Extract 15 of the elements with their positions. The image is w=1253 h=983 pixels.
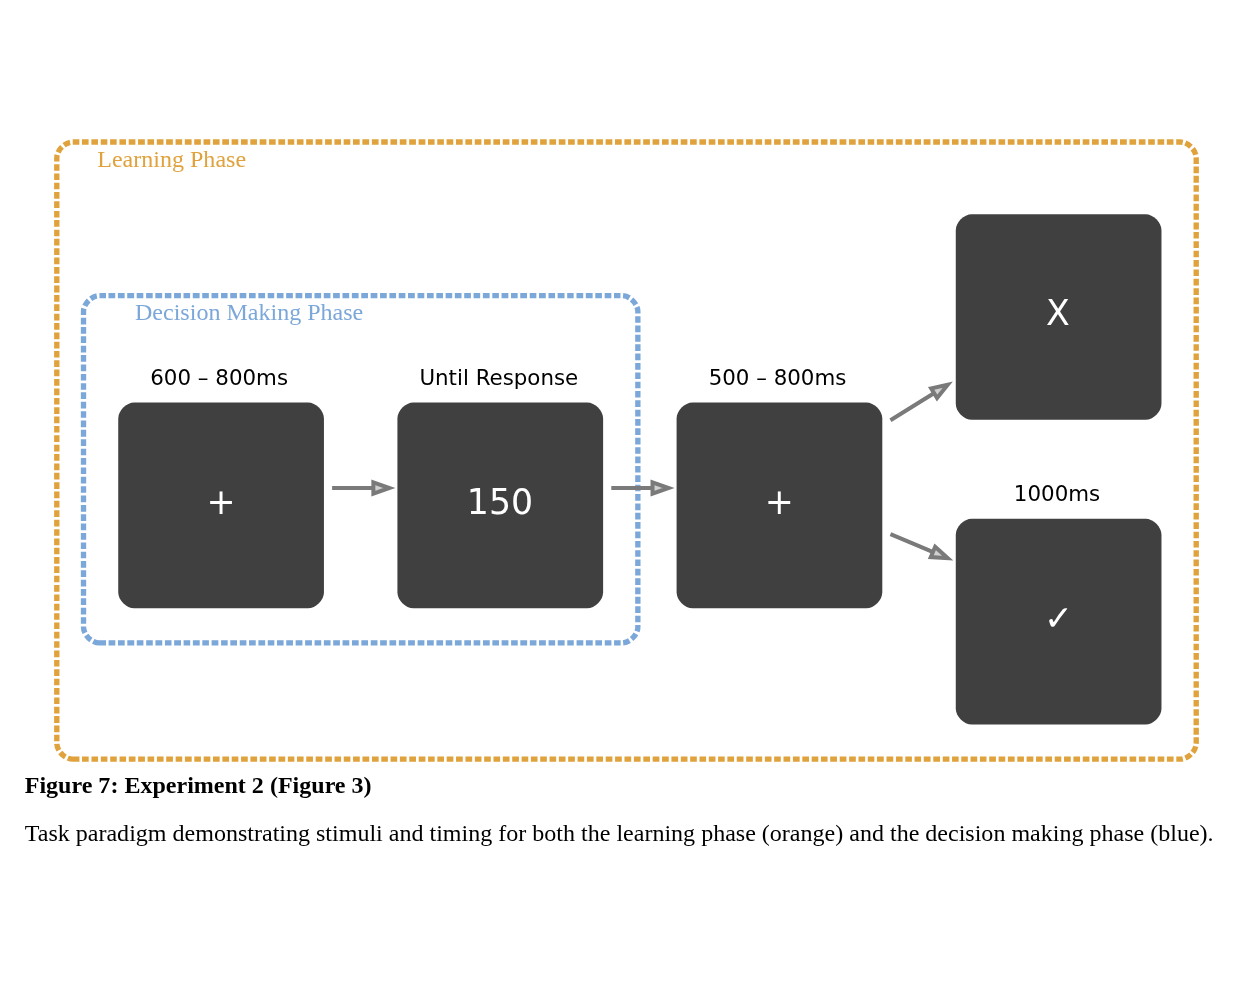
node-box: 150 <box>397 402 604 608</box>
node-box: + <box>676 402 883 608</box>
node-box: X <box>955 213 1162 420</box>
arrow <box>332 479 396 496</box>
arrow <box>611 479 675 496</box>
arrow <box>889 531 954 560</box>
diagram-title: Figure 7: Experiment 2 (Figure 3) <box>24 771 372 798</box>
arrow <box>889 381 953 422</box>
caption: Task paradigm demonstrating stimuli and timing for both the learning phase (orange) and the decision making phase (blue). <box>24 819 1214 846</box>
node-label: 1000ms <box>1013 480 1101 506</box>
node-label: Until Response <box>419 364 579 390</box>
node-label: 600 – 800ms <box>150 364 289 390</box>
node-box: + <box>118 402 324 608</box>
node-label: 500 – 800ms <box>708 364 847 390</box>
node-box: ✓ <box>955 518 1162 724</box>
